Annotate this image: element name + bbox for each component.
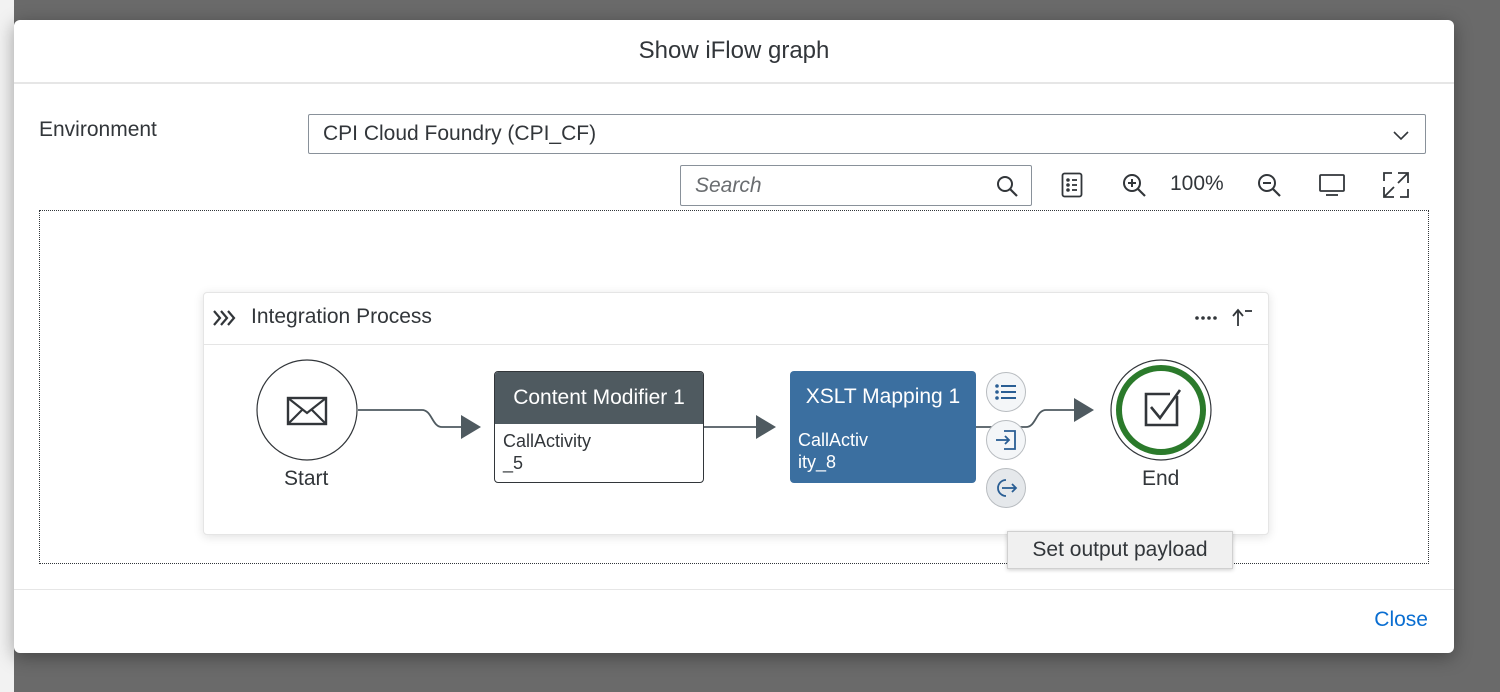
set-output-payload-button[interactable]	[986, 468, 1026, 508]
input-payload-icon	[996, 430, 1016, 450]
process-header: Integration Process	[204, 293, 1268, 345]
connector-cm-to-xslt	[704, 415, 776, 439]
full-screen-button[interactable]	[1381, 170, 1411, 200]
environment-select[interactable]: CPI Cloud Foundry (CPI_CF)	[308, 114, 1426, 154]
dialog-header: Show iFlow graph	[14, 20, 1454, 84]
more-options-icon[interactable]	[1194, 307, 1218, 327]
iflow-graph-dialog: Show iFlow graph Environment CPI Cloud F…	[14, 20, 1454, 653]
zoom-out-icon	[1258, 174, 1281, 197]
step-id: CallActivity_8	[798, 430, 869, 472]
fit-screen-icon	[1319, 174, 1345, 196]
start-event[interactable]	[256, 359, 358, 461]
search-icon[interactable]	[995, 174, 1019, 198]
zoom-in-icon	[1123, 174, 1146, 197]
process-title: Integration Process	[251, 305, 432, 328]
connector-start-to-cm	[358, 409, 481, 439]
end-event[interactable]	[1110, 359, 1212, 461]
zoom-in-button[interactable]	[1119, 170, 1149, 200]
set-input-payload-button[interactable]	[986, 420, 1026, 460]
process-chevron-icon	[213, 310, 236, 326]
collapse-icon[interactable]	[1229, 305, 1255, 329]
dialog-title: Show iFlow graph	[638, 37, 830, 64]
close-button[interactable]: Close	[1374, 608, 1428, 631]
legend-icon	[1061, 172, 1083, 198]
legend-button[interactable]	[1057, 170, 1087, 200]
integration-process-pool[interactable]: Integration Process	[203, 292, 1269, 535]
environment-selected-value: CPI Cloud Foundry (CPI_CF)	[323, 122, 597, 145]
step-title: Content Modifier 1	[495, 372, 703, 424]
dialog-footer: Close	[14, 589, 1454, 653]
list-action-button[interactable]	[986, 372, 1026, 412]
full-screen-icon	[1383, 172, 1409, 198]
start-label: Start	[284, 467, 329, 490]
search-placeholder: Search	[695, 174, 762, 197]
step-id: CallActivity_5	[503, 431, 592, 473]
chevron-down-icon	[1393, 131, 1409, 141]
step-title: XSLT Mapping 1	[805, 385, 961, 408]
zoom-level: 100%	[1170, 172, 1224, 195]
end-label: End	[1142, 467, 1180, 490]
connector-xslt-to-end	[976, 398, 1094, 428]
background-panel	[0, 0, 14, 692]
envelope-icon	[286, 396, 328, 426]
flow-diagram	[256, 359, 1212, 461]
output-payload-icon	[997, 479, 1018, 497]
environment-label: Environment	[39, 118, 157, 141]
list-icon	[995, 384, 1016, 400]
xslt-mapping-step[interactable]: XSLT Mapping 1 CallActivity_8	[790, 371, 976, 483]
tooltip: Set output payload	[1007, 531, 1233, 569]
search-input[interactable]: Search	[680, 165, 1032, 206]
fit-screen-button[interactable]	[1317, 170, 1347, 200]
content-modifier-step[interactable]: Content Modifier 1 CallActivity_5	[494, 371, 704, 483]
check-box-icon	[1144, 389, 1182, 427]
zoom-out-button[interactable]	[1254, 170, 1284, 200]
